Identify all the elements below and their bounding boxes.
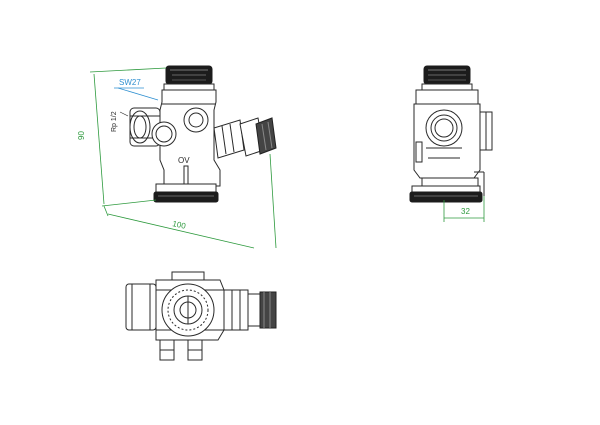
side-cap [421, 65, 473, 91]
side-dimensions: 32 [443, 196, 485, 222]
thread-size-label: Rp 1/2 [111, 111, 118, 132]
valve-marking-label: OV [178, 156, 190, 165]
side-view [409, 65, 493, 203]
side-bottom-ring [409, 185, 483, 203]
length-dimension-label: 100 [172, 219, 187, 231]
front-dimensions: 90 100 [77, 67, 277, 249]
front-bottom-ring [153, 183, 219, 203]
depth-dimension-label: 32 [461, 207, 470, 216]
height-dimension-label: 90 [77, 131, 86, 140]
top-view [125, 271, 277, 361]
front-cap [163, 65, 215, 91]
front-right-union [213, 117, 277, 159]
wrench-size-label: SW27 [119, 78, 141, 87]
front-view: OV [129, 65, 277, 203]
front-annotations: SW27 Rp 1/2 [111, 78, 159, 132]
